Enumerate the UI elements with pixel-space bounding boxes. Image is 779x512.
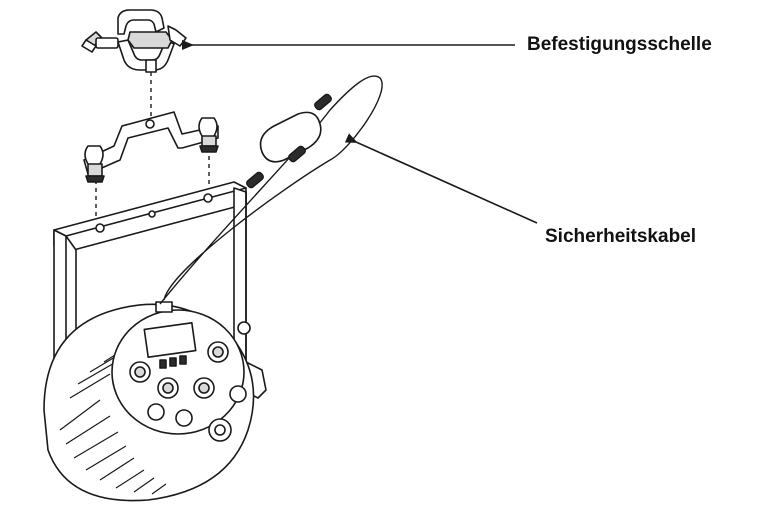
fixture-body	[43, 301, 255, 502]
omega-bracket	[83, 111, 219, 183]
cable-arrow	[344, 133, 538, 224]
clamp-drawing	[81, 9, 187, 73]
yoke	[53, 181, 267, 401]
clamp-label: Befestigungsschelle	[527, 34, 712, 55]
safety-cable-label: Sicherheitskabel	[545, 226, 697, 247]
safety-cable	[159, 75, 383, 305]
